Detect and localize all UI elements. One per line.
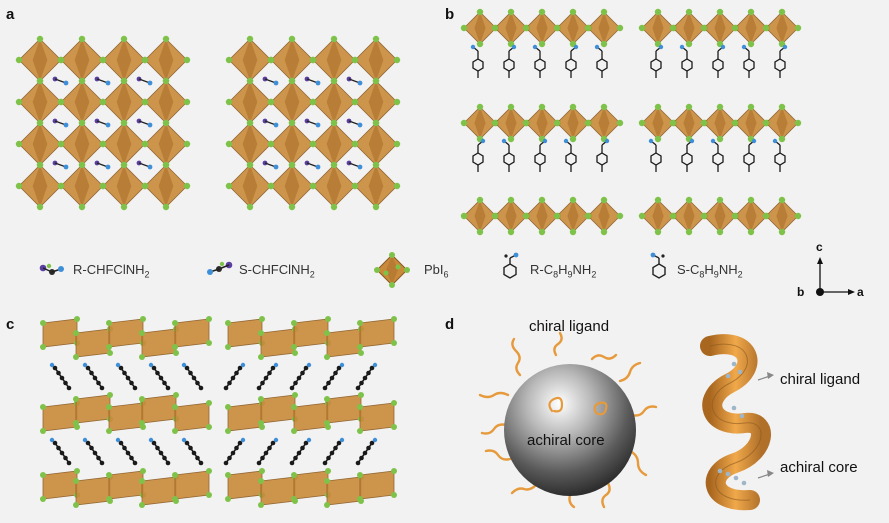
sphere-chiral-ligand-label: chiral ligand — [529, 318, 610, 335]
perovskite-lattice-right — [225, 35, 401, 211]
helix-achiral-core-label: achiral core — [780, 459, 858, 476]
legend-pbi6: PbI6 — [424, 262, 449, 280]
layered-perovskite-left — [460, 8, 624, 236]
r-c8h9nh2-molecule-icon — [503, 252, 519, 279]
legend-r-c8h9nh2: R-C8H9NH2 — [530, 262, 597, 280]
herringbone-structure-left — [40, 316, 212, 508]
panel-label-d: d — [445, 316, 455, 333]
pbi6-octahedron-icon — [374, 252, 410, 288]
crystal-axes-icon — [816, 257, 855, 296]
legend-r-chfclnh2: R-CHFClNH2 — [73, 262, 150, 280]
s-c8h9nh2-molecule-icon — [650, 252, 666, 279]
sphere-achiral-core-label: achiral core — [527, 432, 605, 449]
axis-label-c: c — [816, 240, 823, 254]
legend-s-c8h9nh2: S-C8H9NH2 — [677, 262, 743, 280]
nanoparticle-with-ligands — [478, 331, 658, 509]
layered-perovskite-right — [638, 8, 802, 236]
s-chfclnh2-molecule-icon — [207, 261, 233, 275]
axis-label-b: b — [797, 285, 805, 299]
panel-label-c: c — [6, 316, 15, 333]
legend-s-chfclnh2: S-CHFClNH2 — [239, 262, 315, 280]
r-chfclnh2-molecule-icon — [39, 263, 64, 275]
panel-label-a: a — [6, 6, 15, 23]
herringbone-structure-right — [223, 316, 397, 508]
chiral-helix-ribbon — [700, 334, 774, 511]
panel-label-b: b — [445, 6, 455, 23]
perovskite-lattice-left — [15, 35, 191, 211]
axis-label-a: a — [857, 285, 864, 299]
helix-chiral-ligand-label: chiral ligand — [780, 371, 861, 388]
